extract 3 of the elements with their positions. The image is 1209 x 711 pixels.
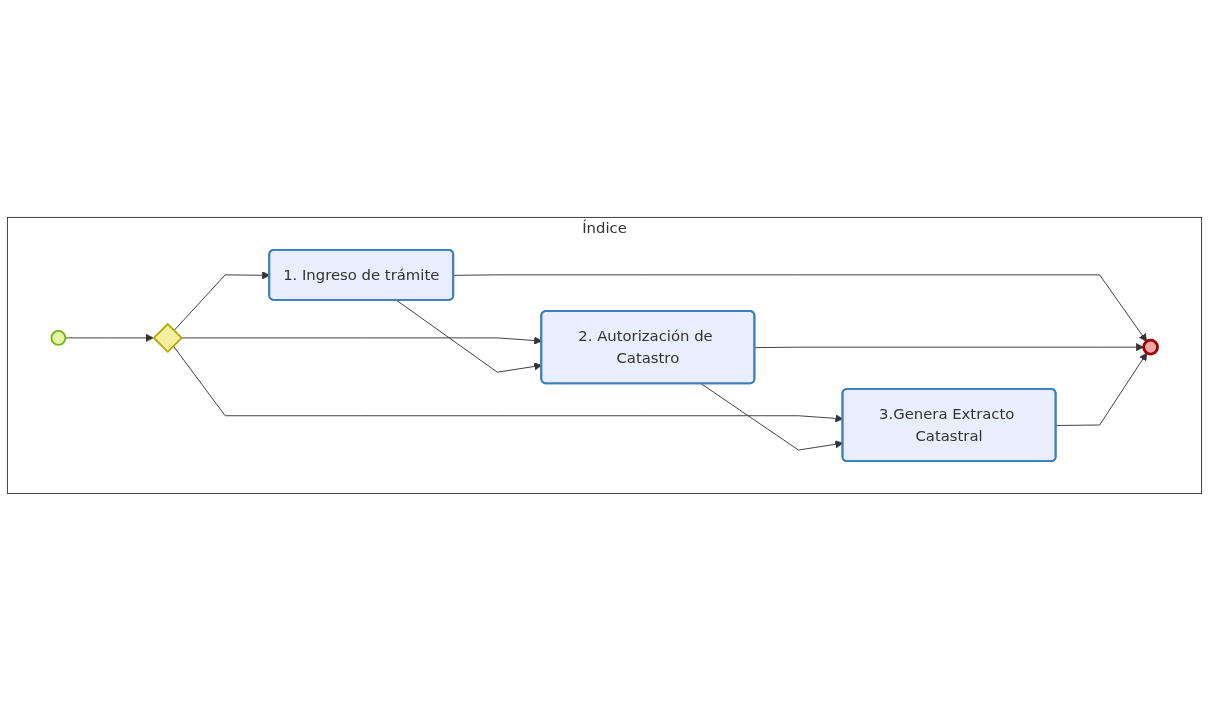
node-diamond bbox=[152, 322, 183, 354]
node-circle bbox=[50, 330, 67, 346]
node-circle bbox=[1142, 338, 1159, 356]
